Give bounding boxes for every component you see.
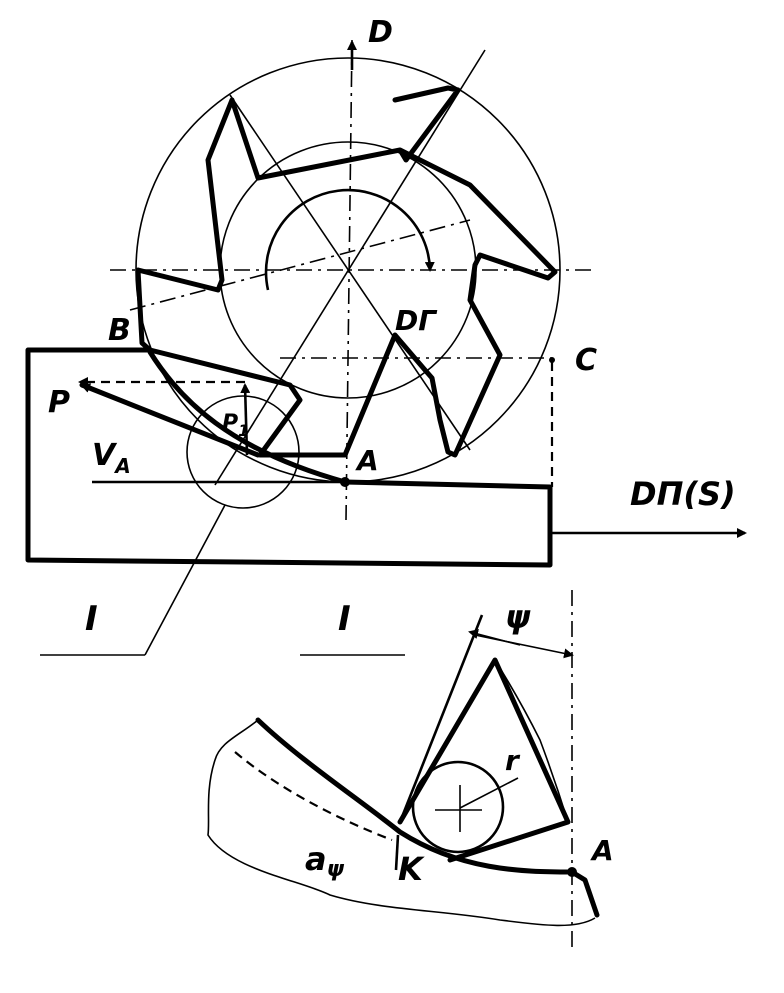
workpiece [25, 347, 747, 568]
cut-surface-curve [147, 349, 348, 485]
milling-cutter [110, 39, 595, 521]
cutter-vertical-axis [345, 39, 353, 521]
detail-i [207, 590, 600, 950]
label-a-top: A [355, 444, 379, 477]
rotation-arc [264, 188, 435, 291]
label-p: P [48, 385, 70, 420]
label-p1-main: P [222, 411, 238, 436]
label-dp-s: DП(S) [630, 475, 736, 513]
detail-circle-i [186, 395, 300, 509]
label-p1-sub: 1 [238, 421, 249, 440]
label-roman-mid: I [338, 599, 351, 639]
detail-point-a [567, 867, 577, 877]
force-vectors [40, 377, 300, 656]
force-p-arrow [79, 382, 261, 458]
label-dg: DГ [395, 304, 438, 337]
detail-cut-dashed [234, 751, 393, 842]
detail-cut-curve [255, 717, 575, 875]
label-c: C [575, 343, 597, 378]
label-d: D [368, 15, 393, 50]
tooth-back-edge [494, 659, 569, 823]
label-b: B [108, 313, 131, 348]
cutter-radial-line-1 [229, 94, 471, 451]
cutter-teeth-profile [135, 85, 558, 458]
point-a [340, 477, 350, 487]
label-va-sub: A [113, 454, 130, 478]
label-k: K [398, 850, 425, 888]
label-va: VA [92, 438, 131, 478]
detail-tip [569, 869, 600, 918]
a-psi-arrow [394, 834, 400, 871]
cutter-radial-line-2 [214, 49, 486, 486]
label-psi: ψ [505, 598, 531, 636]
workpiece-outline [25, 347, 553, 568]
detail-workpiece-outline [207, 719, 596, 927]
label-roman-left: I [85, 599, 98, 639]
radius-arrow [459, 777, 519, 809]
label-a-psi-main: a [305, 840, 327, 878]
label-a-psi: aψ [305, 840, 345, 882]
cutter-radial-line-3 [129, 219, 471, 311]
label-a-psi-sub: ψ [327, 857, 345, 882]
psi-dimension-start [468, 629, 521, 646]
tooth-rake-line [398, 614, 484, 823]
tooth-wedge [397, 657, 571, 863]
label-r: r [505, 744, 521, 777]
label-va-main: V [92, 438, 118, 473]
edge-radius-circle [411, 760, 505, 854]
psi-dimension [474, 634, 574, 659]
label-a-bottom: A [590, 834, 614, 867]
detail-leader-line [144, 504, 226, 656]
label-p1: P1 [222, 411, 249, 440]
